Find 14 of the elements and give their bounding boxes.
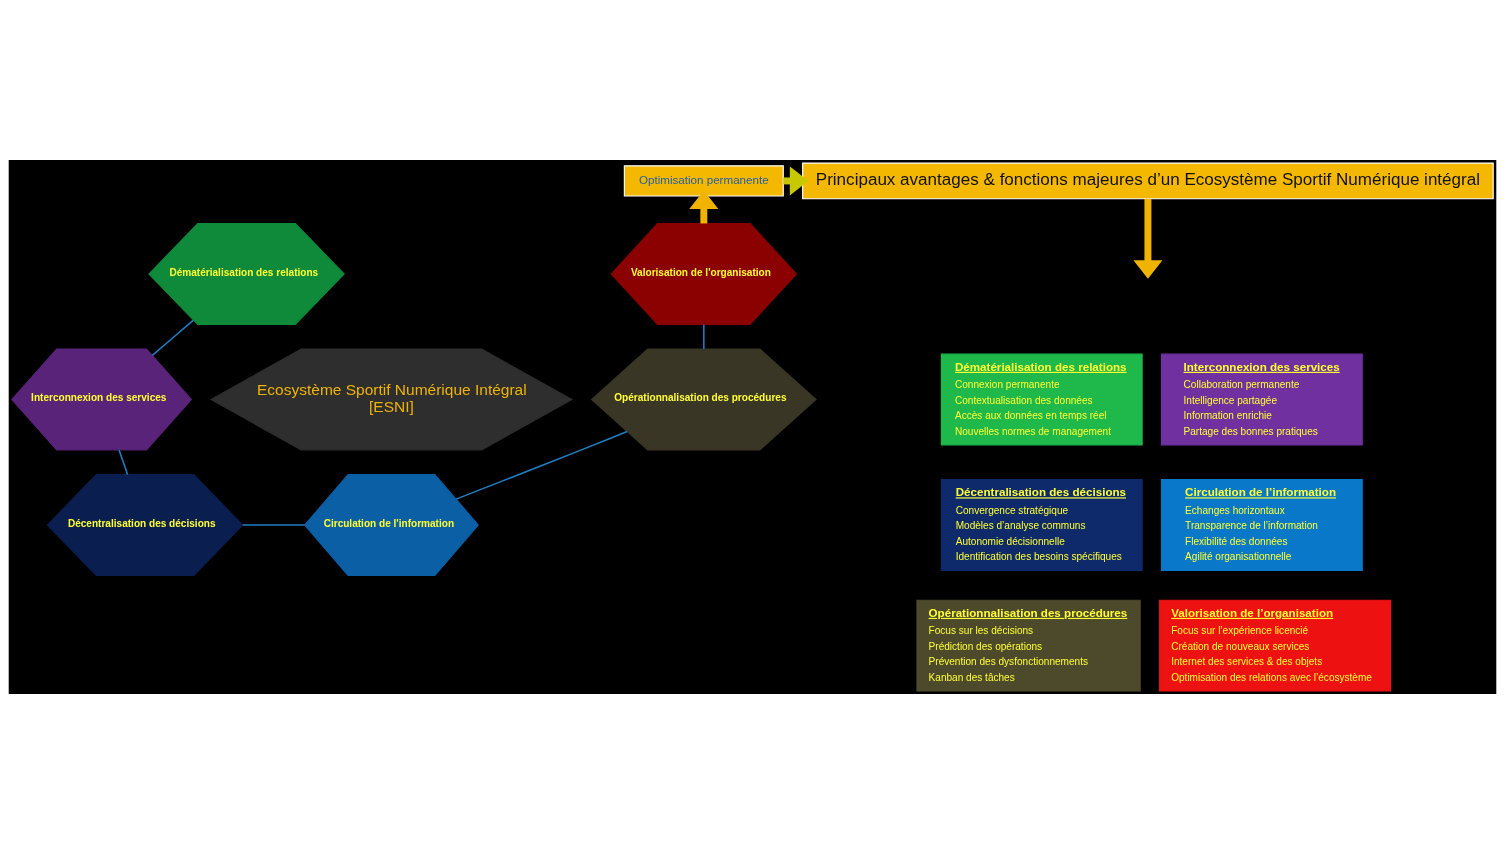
node-box: Optimisation permanente	[623, 165, 784, 197]
node-box: Décentralisation des décisions Convergence stratégique Modèles d’analyse communs Autonomie décisionnelle Identification des besoins spécifiques	[940, 479, 1143, 571]
node-box: Principaux avantages & fonctions majeures d’un Ecosystème Sportif Numérique intégral	[802, 162, 1494, 200]
node-box: Valorisation de l’organisation Focus sur l’expérience licencié Création de nouveaux services Internet des services & des objets Optimisation des relations avec l’écosystème	[1158, 599, 1392, 692]
connector	[151, 319, 195, 357]
connector	[455, 430, 628, 500]
node-box: Interconnexion des services Collaboration permanente Intelligence partagée Information enrichie Partage des bonnes pratiques	[1160, 353, 1363, 446]
node-box: Circulation de l’information Echanges horizontaux Transparence de l’information Flexibilité des données Agilité organisationnelle	[1160, 479, 1363, 571]
node-box: Dématérialisation des relations Connexion permanente Contextualisation des données Accès aux données en temps réel Nouvelles normes de management	[940, 353, 1143, 446]
connector	[703, 323, 705, 350]
node-box: Opérationnalisation des procédures Focus sur les décisions Prédiction des opérations Prévention des dysfonctionnements Kanban des tâches	[916, 599, 1141, 692]
connector	[241, 524, 306, 526]
connector	[118, 449, 129, 476]
arrow	[1133, 198, 1163, 279]
